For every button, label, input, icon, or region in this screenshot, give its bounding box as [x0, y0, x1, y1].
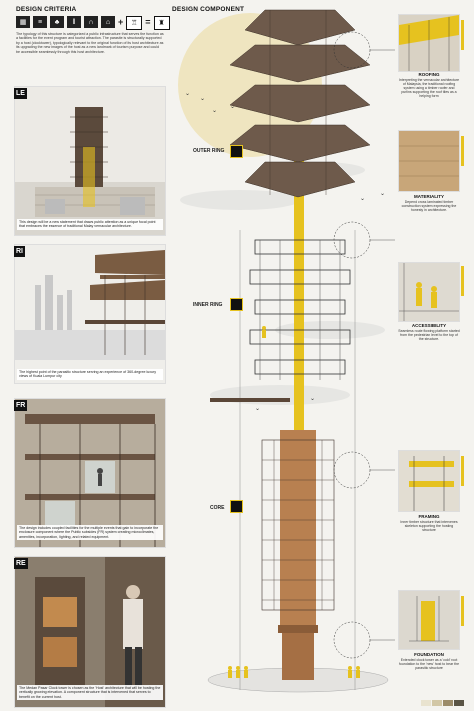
re-caption: The Medan Pasar Clock tower is chosen as… [17, 685, 163, 700]
inner-ring-icon [230, 298, 243, 311]
framing-title: FRAMING [418, 514, 440, 519]
materiality-title: MATERIALITY [414, 194, 444, 199]
roofing-title: ROOFING [418, 72, 440, 77]
swatch-3 [443, 700, 453, 706]
svg-text:⌄: ⌄ [230, 103, 235, 110]
svg-text:⌄: ⌄ [200, 95, 205, 102]
foundation-desc: Extended clock tower as a 'cold' root fo… [398, 658, 460, 671]
le-caption: This design will be a new statement that… [17, 219, 163, 230]
bars-icon: ‖ [67, 16, 81, 28]
roofing-image [398, 14, 460, 72]
lines-icon: ≡ [33, 16, 47, 28]
accessibility-title: ACCESSIBILITY [411, 323, 447, 328]
le-illustration [15, 107, 165, 235]
framing-accent [461, 456, 464, 486]
svg-text:⌄: ⌄ [360, 195, 365, 202]
criteria-icons: ▦ ≡ ♣ ‖ ∩ ⌂ + ♖ = ♜ [16, 16, 170, 30]
tree-icon: ♣ [50, 16, 64, 28]
le-tag: LE [14, 88, 27, 99]
grid-icon: ▦ [16, 16, 30, 28]
intro-paragraph: The typology of this structure is catego… [16, 32, 164, 54]
ri-tag: RI [14, 246, 25, 257]
roofing-desc: Interpreting the vernacular architecture… [398, 78, 460, 99]
swatch-1 [421, 700, 431, 706]
foundation-accent [461, 596, 464, 626]
arch-icon: ∩ [84, 16, 98, 28]
design-component-title: DESIGN COMPONENT [172, 6, 245, 13]
materiality-image [398, 130, 460, 192]
svg-text:⌄: ⌄ [310, 395, 315, 402]
framing-desc: Inner timber structure that intervenes s… [400, 520, 458, 533]
fr-panel: The design includes coupled facilities f… [14, 398, 166, 548]
plus-icon: + [118, 17, 124, 27]
fr-illustration [15, 399, 165, 547]
le-panel: This design will be a new statement that… [14, 86, 166, 236]
fr-tag: FR [14, 400, 28, 411]
svg-text:⌄: ⌄ [380, 190, 385, 197]
svg-text:⌄: ⌄ [185, 90, 190, 97]
framing-image [398, 450, 460, 512]
arch2-icon: ⌂ [101, 16, 115, 28]
foundation-title: FOUNDATION [414, 652, 444, 657]
swatch-4 [454, 700, 464, 706]
materiality-accent [461, 136, 464, 166]
fr-caption: The design includes coupled facilities f… [17, 525, 163, 540]
equals-icon: = [145, 17, 151, 27]
clock-tower-icon: ♖ [126, 16, 143, 30]
re-illustration [15, 557, 165, 707]
materiality-desc: Depend cross laminated timber constructi… [401, 200, 457, 213]
tower-icon: ♜ [153, 16, 170, 30]
design-criteria-title: DESIGN CRITERIA [16, 6, 77, 13]
core-label: CORE [210, 505, 225, 511]
re-tag: RE [14, 558, 28, 569]
roofing-accent [461, 20, 464, 50]
color-palette [420, 700, 464, 706]
svg-text:⌄: ⌄ [255, 405, 260, 412]
swatch-2 [432, 700, 442, 706]
svg-text:⌄: ⌄ [212, 107, 217, 114]
inner-ring-label: INNER RING [193, 302, 223, 308]
accessibility-accent [461, 266, 464, 296]
core-icon [230, 500, 243, 513]
accessibility-desc: Seamless route flowing platform started … [398, 329, 460, 342]
ri-panel: The highest point of the parasitic struc… [14, 244, 166, 384]
accessibility-image [398, 262, 460, 322]
foundation-image [398, 590, 460, 650]
outer-ring-icon [230, 145, 243, 158]
ri-caption: The highest point of the parasitic struc… [17, 369, 163, 380]
tower-illustration: ⌄ ⌄ ⌄ ⌄ ⌄ ⌄ ⌄ ⌄ [178, 9, 395, 693]
outer-ring-label: OUTER RING [193, 148, 225, 154]
ri-illustration [15, 250, 165, 360]
re-panel: The Medan Pasar Clock tower is chosen as… [14, 556, 166, 708]
